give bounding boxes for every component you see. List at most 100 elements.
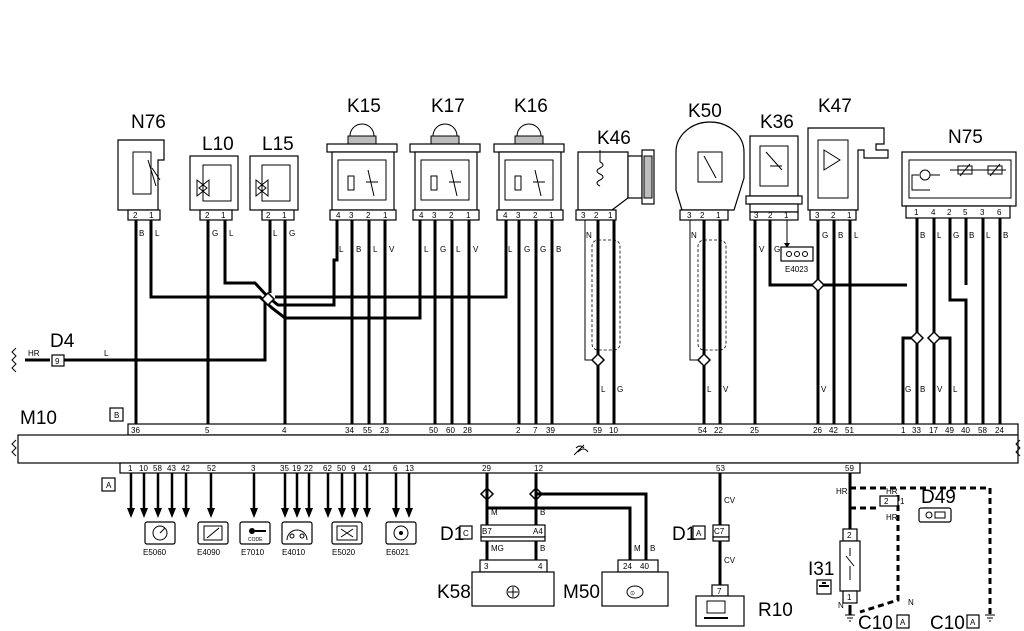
svg-text:12: 12	[534, 464, 543, 473]
svg-text:L: L	[229, 229, 234, 238]
svg-text:2: 2	[768, 211, 773, 220]
svg-text:50: 50	[337, 464, 346, 473]
m10-top-pins: 36 5 4 34 55 23 50 60 28 2 7 39 59 10 54…	[131, 426, 1004, 435]
svg-text:39: 39	[546, 426, 555, 435]
ground-e4010-ref[interactable]: E4010	[281, 521, 313, 557]
splice-points	[260, 277, 942, 502]
svg-text:17: 17	[929, 426, 938, 435]
svg-text:V: V	[937, 385, 943, 394]
svg-text:5: 5	[205, 426, 210, 435]
svg-text:3: 3	[251, 464, 256, 473]
svg-text:E4010: E4010	[282, 548, 306, 557]
component-i31-d49-c10[interactable]: HR N N 2 1 HR HR D49 I31 2 1 C10 A	[808, 473, 995, 631]
svg-text:HR: HR	[28, 349, 40, 358]
component-l15[interactable]: L15 2 1 L G	[249, 134, 299, 238]
svg-text:L: L	[456, 245, 461, 254]
component-l10[interactable]: L10 2 1 G L	[189, 134, 239, 238]
ground-e6021-ref[interactable]: E6021	[385, 521, 417, 557]
component-k50[interactable]: K50 3 2 1 N	[675, 101, 745, 240]
connector-d1c[interactable]: D1 C B7 A4 M B MG B	[440, 508, 546, 553]
svg-text:2: 2	[533, 211, 538, 220]
label-m50: M50	[563, 582, 600, 603]
svg-text:CV: CV	[724, 496, 736, 505]
svg-text:M: M	[491, 508, 498, 517]
connector-d4[interactable]: D4 9 HR L	[11, 331, 109, 373]
svg-text:3: 3	[484, 562, 489, 571]
svg-text:1: 1	[221, 211, 226, 220]
ecu-satellite-icon	[573, 444, 589, 456]
ground-e4090-ref[interactable]: E4090	[197, 521, 229, 557]
svg-text:36: 36	[131, 426, 140, 435]
svg-text:E6021: E6021	[386, 548, 410, 557]
svg-text:G: G	[212, 229, 218, 238]
svg-text:L: L	[601, 385, 606, 394]
cable-shields	[591, 239, 727, 351]
svg-text:2: 2	[947, 208, 952, 217]
svg-text:59: 59	[845, 464, 854, 473]
svg-text:B: B	[920, 385, 925, 394]
svg-text:L: L	[155, 229, 160, 238]
svg-text:L: L	[937, 231, 942, 240]
svg-text:E4023: E4023	[785, 265, 809, 274]
svg-text:MG: MG	[491, 544, 504, 553]
svg-text:50: 50	[429, 426, 438, 435]
svg-text:L: L	[707, 385, 712, 394]
label-k15: K15	[347, 96, 381, 117]
svg-text:1: 1	[383, 211, 388, 220]
component-k58[interactable]: K58 3 4	[437, 559, 555, 607]
label-k47: K47	[818, 96, 852, 117]
svg-text:V: V	[723, 385, 729, 394]
component-m50[interactable]: M50 M B 24 40 ⊙	[563, 544, 669, 607]
ecu-m10[interactable]: M10 B A	[11, 407, 1021, 492]
svg-text:3: 3	[754, 211, 759, 220]
ground-e5060-ref[interactable]: E5060	[143, 521, 176, 557]
svg-text:2: 2	[266, 211, 271, 220]
svg-text:V: V	[389, 245, 395, 254]
label-n75: N75	[948, 127, 983, 148]
svg-text:A: A	[696, 529, 702, 538]
svg-text:22: 22	[304, 464, 313, 473]
component-r10[interactable]: 7 R10	[695, 584, 793, 627]
svg-text:4: 4	[931, 208, 936, 217]
svg-text:V: V	[473, 245, 479, 254]
svg-text:28: 28	[463, 426, 472, 435]
svg-text:33: 33	[912, 426, 921, 435]
svg-text:CV: CV	[724, 556, 736, 565]
connector-tag-a	[692, 525, 706, 540]
svg-text:G: G	[774, 245, 780, 254]
svg-text:9: 9	[55, 357, 60, 366]
label-d49: D49	[921, 487, 956, 508]
component-n75[interactable]: N75 1 4 2 5 3 6 B L G B L B	[901, 127, 1017, 240]
component-k36[interactable]: K36 3 2 1 V G E4023	[745, 112, 814, 274]
svg-text:M: M	[634, 544, 641, 553]
label-d1a: D1	[672, 524, 696, 545]
svg-text:HR: HR	[886, 487, 898, 496]
ground-e5020-ref[interactable]: E5020	[331, 521, 363, 557]
ground-e7010-ref[interactable]: CODE E7010	[239, 521, 271, 557]
connector-tag-c	[459, 525, 473, 540]
connector-tag-b	[109, 407, 124, 422]
svg-text:42: 42	[829, 426, 838, 435]
connector-d1a[interactable]: CV D1 A C7 CV	[672, 496, 736, 565]
svg-text:23: 23	[380, 426, 389, 435]
label-n76: N76	[131, 112, 166, 133]
svg-text:40: 40	[961, 426, 970, 435]
svg-text:B: B	[356, 245, 361, 254]
component-k16[interactable]: K16 4 3 2 1 L G G B	[493, 96, 565, 254]
svg-text:E5060: E5060	[143, 548, 167, 557]
svg-text:19: 19	[292, 464, 301, 473]
label-i31: I31	[808, 559, 834, 580]
component-n76[interactable]: N76 2 1 B L	[117, 112, 166, 238]
svg-text:G: G	[440, 245, 446, 254]
svg-text:B: B	[114, 411, 119, 420]
svg-text:1: 1	[847, 211, 852, 220]
svg-text:2: 2	[133, 211, 138, 220]
svg-text:B: B	[540, 508, 545, 517]
component-k17[interactable]: K17 4 3 2 1 L G L V	[409, 96, 481, 254]
component-k15[interactable]: K15 4 3 2 1 L B L V	[326, 96, 398, 254]
svg-text:L: L	[104, 349, 109, 358]
svg-text:53: 53	[716, 464, 725, 473]
component-k47[interactable]: K47 3 2 1 G B L	[807, 96, 889, 240]
component-k46[interactable]: K46 3 2 1 N	[575, 128, 655, 240]
